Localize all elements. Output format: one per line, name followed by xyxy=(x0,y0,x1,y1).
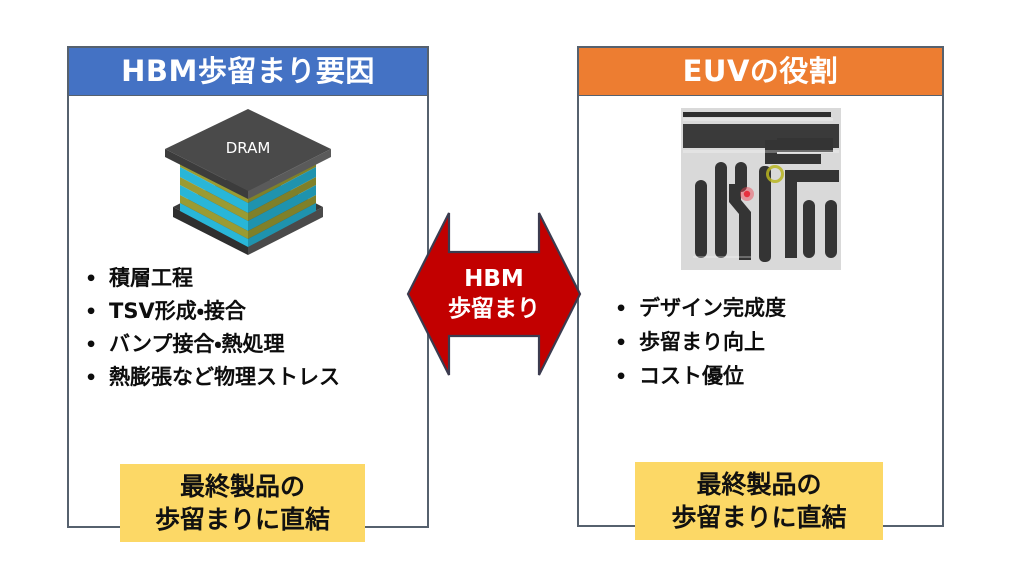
right-callout-box: 最終製品の 歩留まりに直結 xyxy=(635,462,883,540)
list-item: • 積層工程 xyxy=(85,262,340,295)
callout-line-2: 歩留まりに直結 xyxy=(154,505,330,534)
bullet-marker-icon: • xyxy=(615,366,628,388)
left-panel-body: DRAM • 積層工程 • TSV形成・接合 • バンプ接合・熱処理 • 熱膨張… xyxy=(69,96,427,542)
list-item-label: デザイン完成度 xyxy=(639,296,786,320)
dram-stack-figure: DRAM xyxy=(69,106,427,256)
list-item-label: TSV形成・接合 xyxy=(109,299,246,323)
bullet-marker-icon: • xyxy=(85,301,98,323)
list-item-label: 歩留まり向上 xyxy=(639,330,765,354)
callout-line-1: 最終製品の xyxy=(696,470,822,499)
right-panel: EUVの役割 xyxy=(577,46,944,540)
list-item: • TSV形成・接合 xyxy=(85,295,340,328)
right-panel-header: EUVの役割 xyxy=(579,48,942,96)
bidirectional-arrow: HBM 歩留まり xyxy=(405,208,583,380)
sem-micrograph-image xyxy=(680,108,841,270)
list-item-label: コスト優位 xyxy=(639,364,744,388)
bullet-marker-icon: • xyxy=(85,268,98,290)
dram-chip-label: DRAM xyxy=(226,139,271,157)
callout-line-1: 最終製品の xyxy=(179,472,305,501)
list-item-label: 積層工程 xyxy=(109,266,193,290)
list-item-label: バンプ接合・熱処理 xyxy=(109,332,285,356)
dram-stack-icon: DRAM xyxy=(165,109,331,255)
list-item: • コスト優位 xyxy=(615,360,786,394)
list-item: • バンプ接合・熱処理 xyxy=(85,328,340,361)
right-bullet-list: • デザイン完成度 • 歩留まり向上 • コスト優位 xyxy=(615,292,786,394)
left-panel: HBM歩留まり要因 xyxy=(67,46,429,542)
bullet-marker-icon: • xyxy=(85,334,98,356)
list-item: • デザイン完成度 xyxy=(615,292,786,326)
double-arrow-icon xyxy=(406,212,582,376)
bullet-marker-icon: • xyxy=(615,332,628,354)
left-panel-header: HBM歩留まり要因 xyxy=(69,48,427,96)
left-callout-box: 最終製品の 歩留まりに直結 xyxy=(120,464,365,542)
bullet-marker-icon: • xyxy=(85,367,98,389)
list-item: • 歩留まり向上 xyxy=(615,326,786,360)
list-item-label: 熱膨張など物理ストレス xyxy=(109,365,340,389)
yellow-circle-marker xyxy=(765,165,784,183)
red-dot-marker xyxy=(739,187,754,201)
left-bullet-list: • 積層工程 • TSV形成・接合 • バンプ接合・熱処理 • 熱膨張など物理ス… xyxy=(85,262,340,394)
list-item: • 熱膨張など物理ストレス xyxy=(85,361,340,394)
bullet-marker-icon: • xyxy=(615,298,628,320)
callout-line-2: 歩留まりに直結 xyxy=(671,503,847,532)
sem-micrograph-figure xyxy=(579,104,942,274)
right-panel-body: • デザイン完成度 • 歩留まり向上 • コスト優位 最終製品の 歩留まりに直結 xyxy=(579,96,942,540)
